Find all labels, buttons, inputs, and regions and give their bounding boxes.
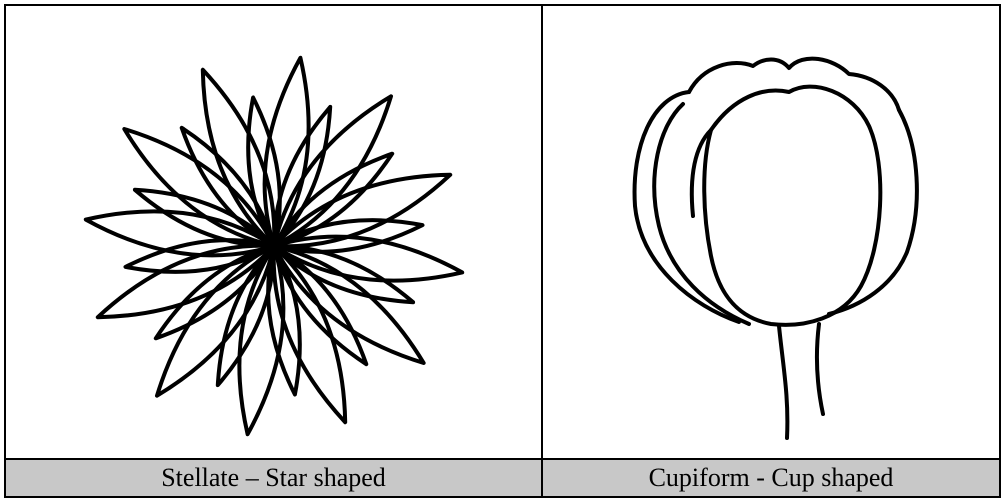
star-outer-petal (86, 211, 274, 255)
star-outer-petal (239, 246, 283, 434)
cupiform-caption: Cupiform - Cup shaped (543, 458, 999, 496)
cup-stem-right (817, 324, 823, 414)
stellate-flower-icon (6, 6, 541, 458)
cupiform-illustration-cell (543, 6, 999, 458)
cupiform-caption-text: Cupiform - Cup shaped (649, 463, 894, 493)
stellate-caption: Stellate – Star shaped (6, 458, 543, 496)
star-outer-petal (265, 58, 309, 246)
stellate-illustration-cell (6, 6, 543, 458)
cup-stem-left (779, 326, 787, 438)
cup-top-scallops (689, 59, 899, 110)
star-outer-petal (274, 237, 462, 281)
cup-side-petal (654, 104, 749, 324)
flower-shape-table: Stellate – Star shaped Cupiform - Cup sh… (4, 4, 1001, 498)
cup-front-petal (704, 87, 880, 325)
cupiform-flower-icon (543, 6, 999, 458)
stellate-caption-text: Stellate – Star shaped (161, 463, 386, 493)
